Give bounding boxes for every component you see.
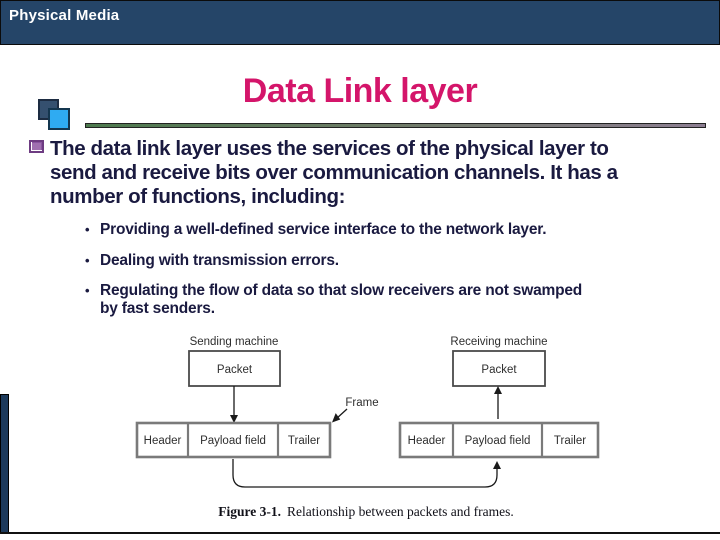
payload-cell-label: Payload field	[465, 435, 531, 447]
list-item: • Providing a well-defined service inter…	[83, 221, 703, 239]
title-underline-rule	[85, 123, 706, 128]
sending-frame-box	[135, 421, 332, 459]
header-title: Physical Media	[9, 7, 120, 24]
frame-to-packet-arrowhead-icon	[494, 386, 502, 394]
frame-pointer-arrowhead-icon	[332, 413, 341, 423]
figure-caption: Figure 3-1. Relationship between packets …	[218, 504, 514, 519]
receiving-frame-box	[398, 421, 600, 459]
intro-paragraph: The data link layer uses the services of…	[50, 137, 710, 209]
header-cell-label: Header	[408, 435, 446, 447]
bullet-dot-icon: •	[85, 283, 90, 298]
list-item-text: Providing a well-defined service interfa…	[100, 221, 547, 238]
figure-caption-text: Relationship between packets and frames.	[287, 504, 514, 519]
trailer-cell-label: Trailer	[554, 435, 586, 447]
frame-transmission-arrowhead-icon	[493, 461, 501, 469]
list-item: • Regulating the flow of data so that sl…	[83, 282, 703, 318]
intro-line: number of functions, including:	[50, 185, 346, 208]
list-item-text: Regulating the flow of data so that slow…	[100, 282, 582, 318]
payload-cell-label: Payload field	[200, 435, 266, 447]
frame-label: Frame	[345, 397, 378, 409]
bullet-list: • Providing a well-defined service inter…	[83, 221, 703, 331]
window-bullet-icon	[29, 140, 44, 153]
packet-to-frame-arrowhead-icon	[230, 415, 238, 423]
trailer-cell-label: Trailer	[288, 435, 320, 447]
bullet-dot-icon: •	[85, 252, 90, 268]
receiving-machine-label: Receiving machine	[450, 336, 547, 348]
intro-line: The data link layer uses the services of…	[50, 137, 609, 160]
list-item-line: by fast senders.	[100, 300, 215, 317]
intro-line: send and receive bits over communication…	[50, 161, 618, 184]
packets-frames-diagram: Sending machine Receiving machine Packet…	[135, 336, 600, 519]
bullet-dot-icon: •	[85, 222, 90, 237]
receiving-packet-box	[452, 350, 546, 387]
bottom-rule	[0, 532, 720, 534]
figure-caption-number: Figure 3-1.	[218, 504, 281, 519]
left-edge-accent-bar	[0, 394, 9, 533]
list-item: • Dealing with transmission errors.	[83, 252, 703, 270]
slide-title: Data Link layer	[242, 72, 478, 110]
list-item-text: Dealing with transmission errors.	[100, 251, 339, 269]
header-bar: Physical Media	[0, 0, 720, 45]
header-cell-label: Header	[144, 435, 182, 447]
sending-machine-label: Sending machine	[190, 336, 279, 348]
decoration-light-square-icon	[48, 108, 70, 130]
receiving-packet-label: Packet	[481, 364, 517, 376]
sending-packet-box	[188, 350, 281, 387]
sending-packet-label: Packet	[217, 364, 253, 376]
frame-transmission-arrow	[232, 459, 498, 488]
list-item-line: Regulating the flow of data so that slow…	[100, 282, 583, 299]
